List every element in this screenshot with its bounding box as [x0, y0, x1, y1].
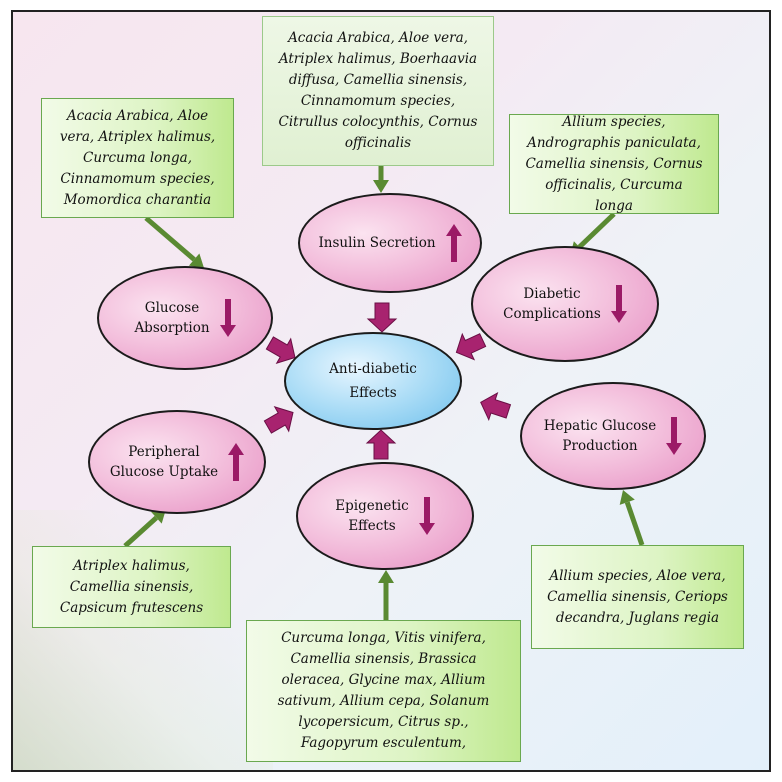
- plant-line: Curcuma longa, Vitis vinifera,: [281, 630, 486, 646]
- plant-line: vera, Atriplex halimus,: [59, 128, 216, 145]
- down-arrow-icon: [418, 497, 435, 535]
- block-arrow-from-hepatic-glucose-production: [480, 392, 512, 422]
- arrow-plants-to-epigenetic-effects: [378, 570, 394, 620]
- effect-epigenetic-effects: Epigenetic Effects: [296, 462, 474, 570]
- plant-list: Allium species, Aloe vera, Camellia sinen…: [547, 566, 728, 629]
- plant-line: Camellia sinensis, Brassica: [290, 651, 477, 667]
- plant-line: Momordica charantia: [63, 191, 212, 208]
- down-arrow-icon: [666, 417, 683, 455]
- plant-line: longa: [595, 197, 633, 214]
- plants-box-hepatic-glucose-production: Allium species, Aloe vera, Camellia sinen…: [531, 545, 744, 649]
- effect-diabetic-complications: Diabetic Complications: [471, 246, 659, 362]
- effect-label: Epigenetic Effects: [335, 498, 409, 534]
- plants-box-insulin-secretion: Acacia Arabica, Aloe vera, Atriplex halim…: [262, 16, 494, 166]
- arrow-plants-to-hepatic-glucose-production: [619, 490, 645, 546]
- block-arrow-from-epigenetic-effects: [365, 429, 397, 460]
- effect-label: Hepatic Glucose Production: [543, 418, 657, 454]
- up-arrow-icon: [445, 224, 462, 262]
- block-arrow-from-insulin-secretion: [366, 302, 398, 333]
- plant-line: Allium species, Aloe vera,: [549, 567, 726, 584]
- block-arrow-from-peripheral-glucose-uptake: [263, 406, 294, 434]
- plants-box-glucose-absorption: Acacia Arabica, Aloe vera, Atriplex halim…: [41, 98, 234, 218]
- effect-label: Diabetic Complications: [503, 286, 601, 322]
- plant-line: officinalis, Curcuma: [545, 176, 683, 193]
- plants-box-epigenetic-effects: Curcuma longa, Vitis vinifera, Camellia s…: [246, 620, 521, 762]
- plant-list: Curcuma longa, Vitis vinifera, Camellia s…: [278, 628, 490, 754]
- plant-list: Allium species, Andrographis paniculata, C…: [525, 112, 702, 217]
- effect-peripheral-glucose-uptake: Peripheral Glucose Uptake: [88, 410, 266, 514]
- center-label: Anti-diabetic Effects: [329, 361, 417, 401]
- plant-line: Cinnamomum species,: [300, 93, 456, 109]
- plant-line: Capsicum frutescens: [59, 599, 204, 616]
- effect-insulin-secretion: Insulin Secretion: [298, 193, 482, 293]
- plant-line: Atriplex halimus,: [73, 557, 190, 574]
- down-arrow-icon: [219, 299, 236, 337]
- plant-line: Camellia sinensis, Ceriops: [547, 588, 728, 605]
- effect-hepatic-glucose-production: Hepatic Glucose Production: [520, 382, 706, 490]
- plant-line: diffusa, Camellia sinensis,: [288, 72, 468, 88]
- plant-list: Acacia Arabica, Aloe vera, Atriplex halim…: [279, 28, 478, 154]
- plant-line: Citrullus colocynthis, Cornus: [278, 114, 478, 130]
- plants-box-diabetic-complications: Allium species, Andrographis paniculata, C…: [509, 114, 719, 214]
- effect-label: Peripheral Glucose Uptake: [109, 444, 219, 480]
- arrow-plants-to-peripheral-glucose-uptake: [123, 509, 166, 548]
- plant-line: lycopersicum, Citrus sp.,: [298, 714, 469, 730]
- plant-line: Fagopyrum esculentum,: [300, 735, 467, 751]
- down-arrow-icon: [610, 285, 627, 323]
- plant-list: Acacia Arabica, Aloe vera, Atriplex halim…: [60, 106, 215, 211]
- plant-line: Allium species,: [562, 113, 666, 130]
- up-arrow-icon: [228, 443, 245, 481]
- plant-line: Acacia Arabica, Aloe vera,: [288, 30, 468, 46]
- plant-line: Camellia sinensis, Cornus: [525, 155, 703, 172]
- block-arrow-from-glucose-absorption: [265, 336, 296, 364]
- plant-line: Atriplex halimus, Boerhaavia: [278, 51, 478, 67]
- anti-diabetic-effects-center: Anti-diabetic Effects: [284, 332, 462, 430]
- effect-label: Glucose Absorption: [134, 300, 210, 336]
- effect-label: Insulin Secretion: [318, 235, 436, 251]
- plant-line: Cinnamomum species,: [60, 170, 215, 187]
- arrow-plants-to-insulin-secretion: [373, 166, 389, 193]
- plant-line: Curcuma longa,: [82, 149, 192, 166]
- plant-line: oleracea, Glycine max, Allium: [281, 672, 486, 688]
- plants-box-peripheral-glucose-uptake: Atriplex halimus, Camellia sinensis, Capsi…: [32, 546, 231, 628]
- plant-line: Andrographis paniculata,: [527, 134, 701, 151]
- plant-list: Atriplex halimus, Camellia sinensis, Capsi…: [60, 556, 203, 619]
- effect-glucose-absorption: Glucose Absorption: [97, 266, 273, 370]
- plant-line: Camellia sinensis,: [69, 578, 194, 595]
- plant-line: officinalis: [344, 135, 412, 151]
- block-arrow-from-diabetic-complications: [455, 332, 487, 361]
- plant-line: Acacia Arabica, Aloe: [66, 107, 209, 124]
- arrow-plants-to-glucose-absorption: [144, 216, 204, 268]
- plant-line: decandra, Juglans regia: [555, 609, 720, 626]
- plant-line: sativum, Allium cepa, Solanum: [277, 693, 490, 709]
